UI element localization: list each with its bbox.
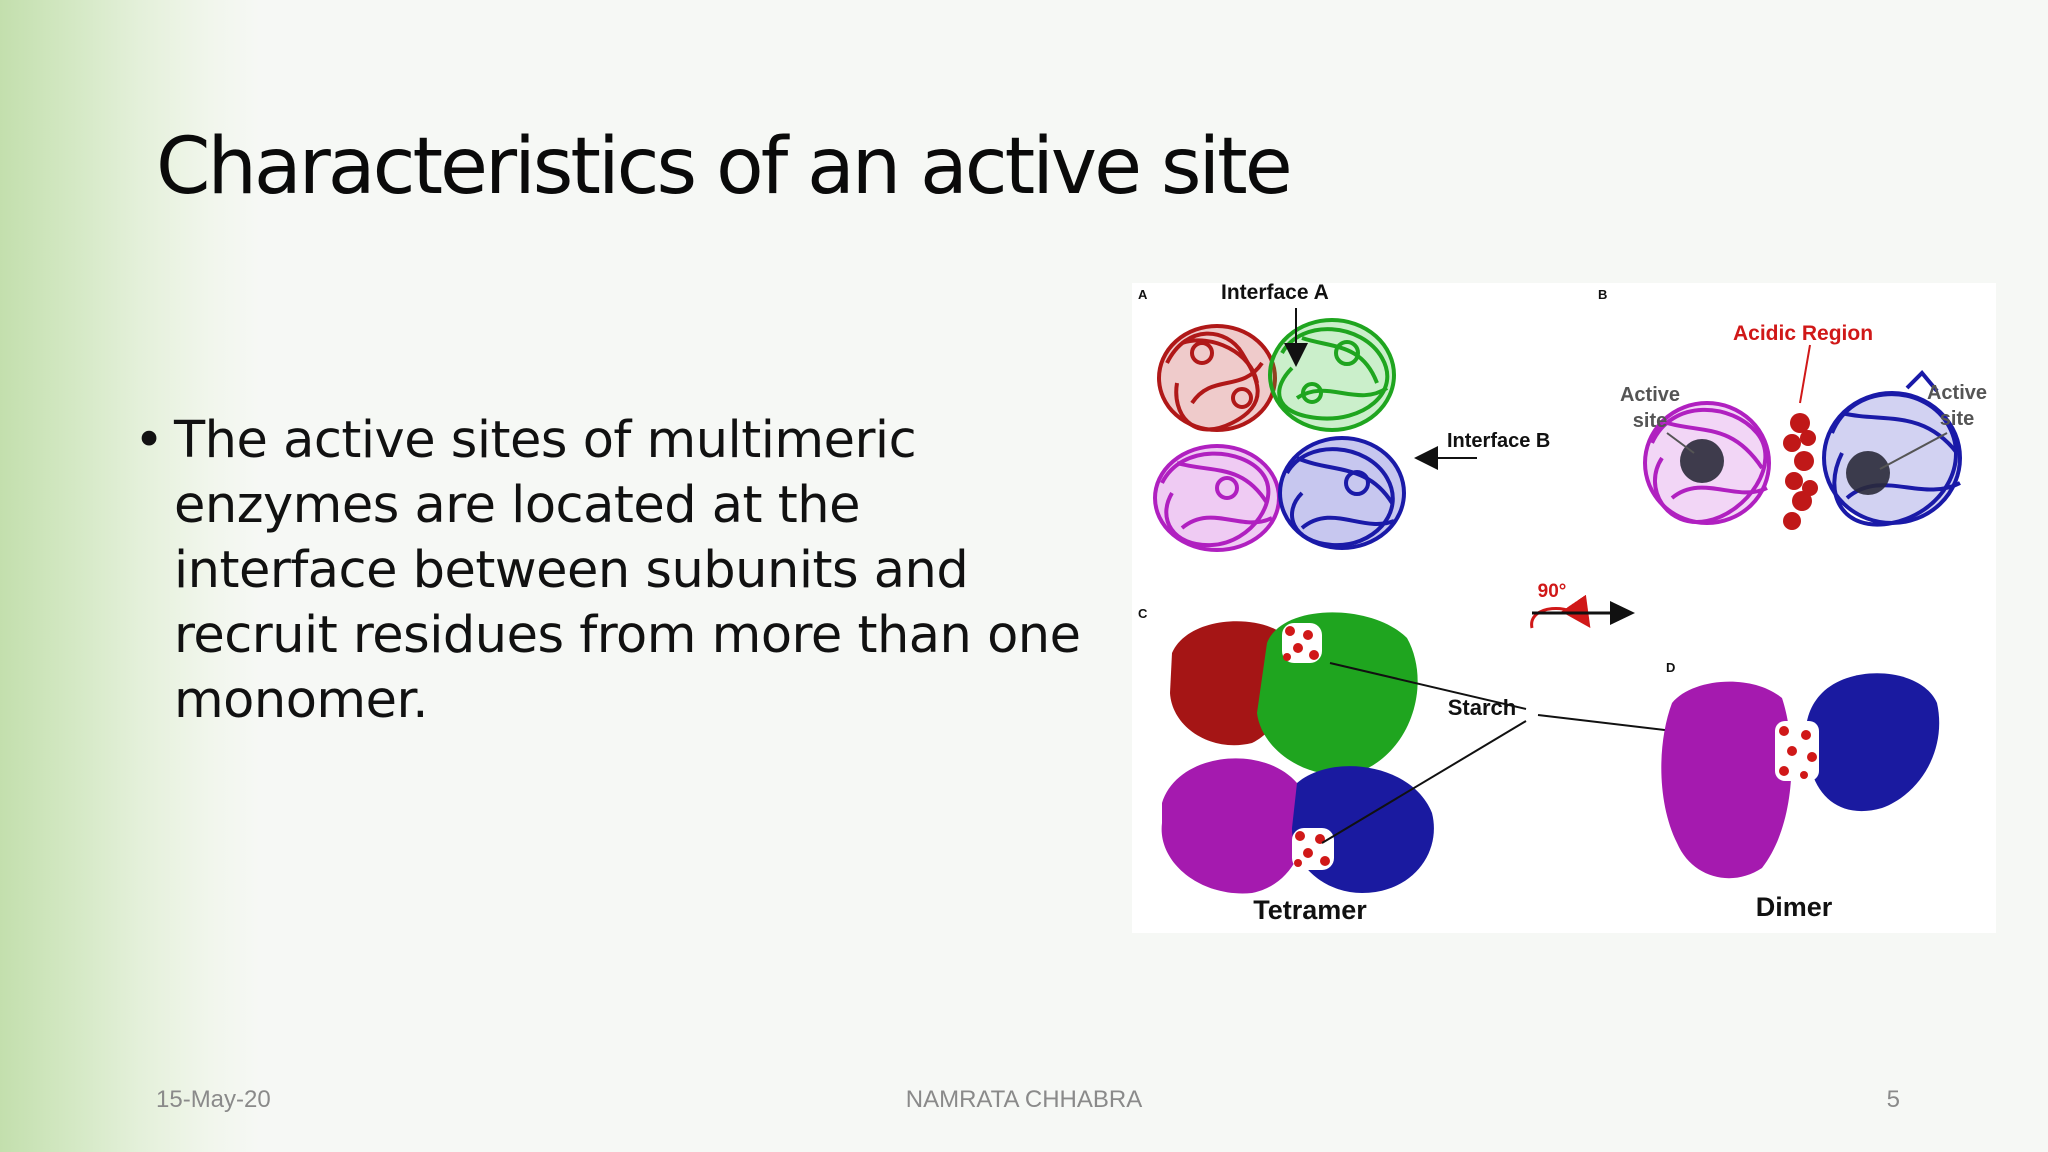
footer-author: NAMRATA CHHABRA [905,1086,1143,1113]
transform-arrow-icon [1610,601,1635,625]
interface-b-label: Interface B [1447,430,1550,452]
protein-structure-illustration: A B C D [1138,281,1987,925]
blue-subunit-ribbon [1278,436,1406,550]
footer-page-number: 5 [1886,1086,1900,1113]
starch-pointer-upper [1329,662,1527,710]
starch-molecule-lower [1292,828,1334,870]
active-site-label-right-line1: Active [1927,382,1987,404]
active-site-sphere-right [1846,451,1890,495]
rotation-indicator: 90° [1530,581,1635,629]
protein-structure-figure: A B C D [1132,281,1996,933]
acidic-region-pointer [1799,344,1811,404]
panel-label-b: B [1598,287,1607,302]
rotation-arrow-icon [1530,594,1591,629]
active-site-label-left-line2: site [1633,410,1667,432]
active-site-pointer-right [1879,432,1948,470]
starch-molecule-dimer [1775,721,1819,781]
acidic-region-label: Acidic Region [1733,322,1873,345]
starch-molecule-upper [1282,623,1322,663]
slide-title: Characteristics of an active site [156,122,1293,212]
active-site-label-right-line2: site [1940,408,1974,430]
bullet-list: • The active sites of multimeric enzymes… [134,408,1094,733]
panel-b-ribbon-dimer [1643,370,1962,530]
panel-label-d: D [1666,660,1675,675]
bullet-marker: • [134,411,164,470]
interface-a-label: Interface A [1221,283,1329,304]
active-site-label-left-line1: Active [1620,384,1680,406]
magenta-monomer-surface [1661,681,1792,879]
panel-c-surface-tetramer [1161,612,1434,894]
blue-monomer-surface [1805,673,1940,812]
red-subunit-ribbon [1157,324,1277,432]
magenta-subunit-surface [1161,758,1306,894]
panel-label-a: A [1138,287,1148,302]
magenta-subunit-ribbon [1153,444,1281,552]
active-site-pointer-left [1666,432,1695,454]
green-subunit-ribbon [1268,318,1396,432]
red-acidic-region [1783,413,1818,530]
left-gradient-band [0,0,260,1152]
bullet-text: The active sites of multimeric enzymes a… [174,411,1081,730]
footer-date: 15-May-20 [156,1086,271,1113]
panel-d-surface-dimer [1661,673,1940,879]
green-subunit-surface [1257,612,1418,775]
dimer-caption: Dimer [1756,892,1833,922]
starch-pointer-lower [1321,720,1527,844]
rotation-angle-label: 90° [1538,581,1567,602]
panel-label-c: C [1138,606,1148,621]
bullet-item: • The active sites of multimeric enzymes… [134,408,1094,733]
tetramer-caption: Tetramer [1253,895,1367,925]
panel-a-ribbon-tetramer [1153,318,1406,552]
active-site-sphere-left [1680,439,1724,483]
